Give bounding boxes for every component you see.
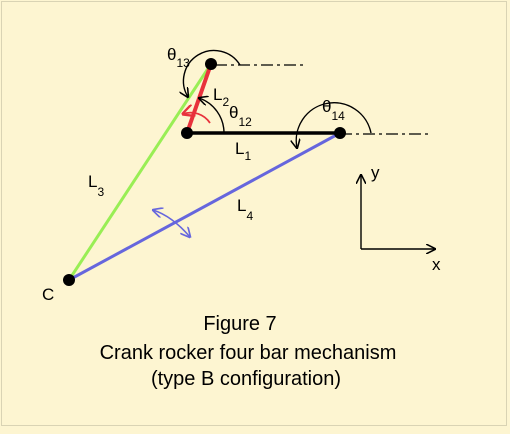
label-l3: L3: [88, 172, 104, 199]
theta14-arc: [296, 102, 372, 148]
label-l1: L1: [235, 139, 251, 163]
caption-line3: (type B configuration): [151, 368, 341, 390]
label-theta14: θ14: [322, 97, 345, 123]
label-theta12: θ12: [229, 103, 252, 129]
label-l2: L2: [213, 85, 229, 109]
axis-x-label: x: [432, 255, 441, 274]
rocker-oscillation-arrow: [153, 210, 190, 237]
label-theta13: θ13: [167, 45, 190, 70]
label-c: C: [42, 285, 54, 304]
joint-crank-pivot: [181, 127, 193, 139]
joint-rocker-pivot: [334, 127, 346, 139]
axis-y-label: y: [371, 163, 380, 182]
joint-c: [63, 274, 75, 286]
theta13-arc: [183, 49, 241, 97]
theta12-arc: [199, 98, 225, 134]
crank-rotation-arrow: [183, 113, 211, 124]
joint-crank-pin: [205, 58, 217, 70]
caption-line2: Crank rocker four bar mechanism: [100, 342, 397, 364]
caption-line1: Figure 7: [203, 313, 276, 335]
label-l4: L4: [237, 196, 253, 223]
link-l4: [68, 131, 341, 282]
link-l3: [67, 63, 213, 281]
